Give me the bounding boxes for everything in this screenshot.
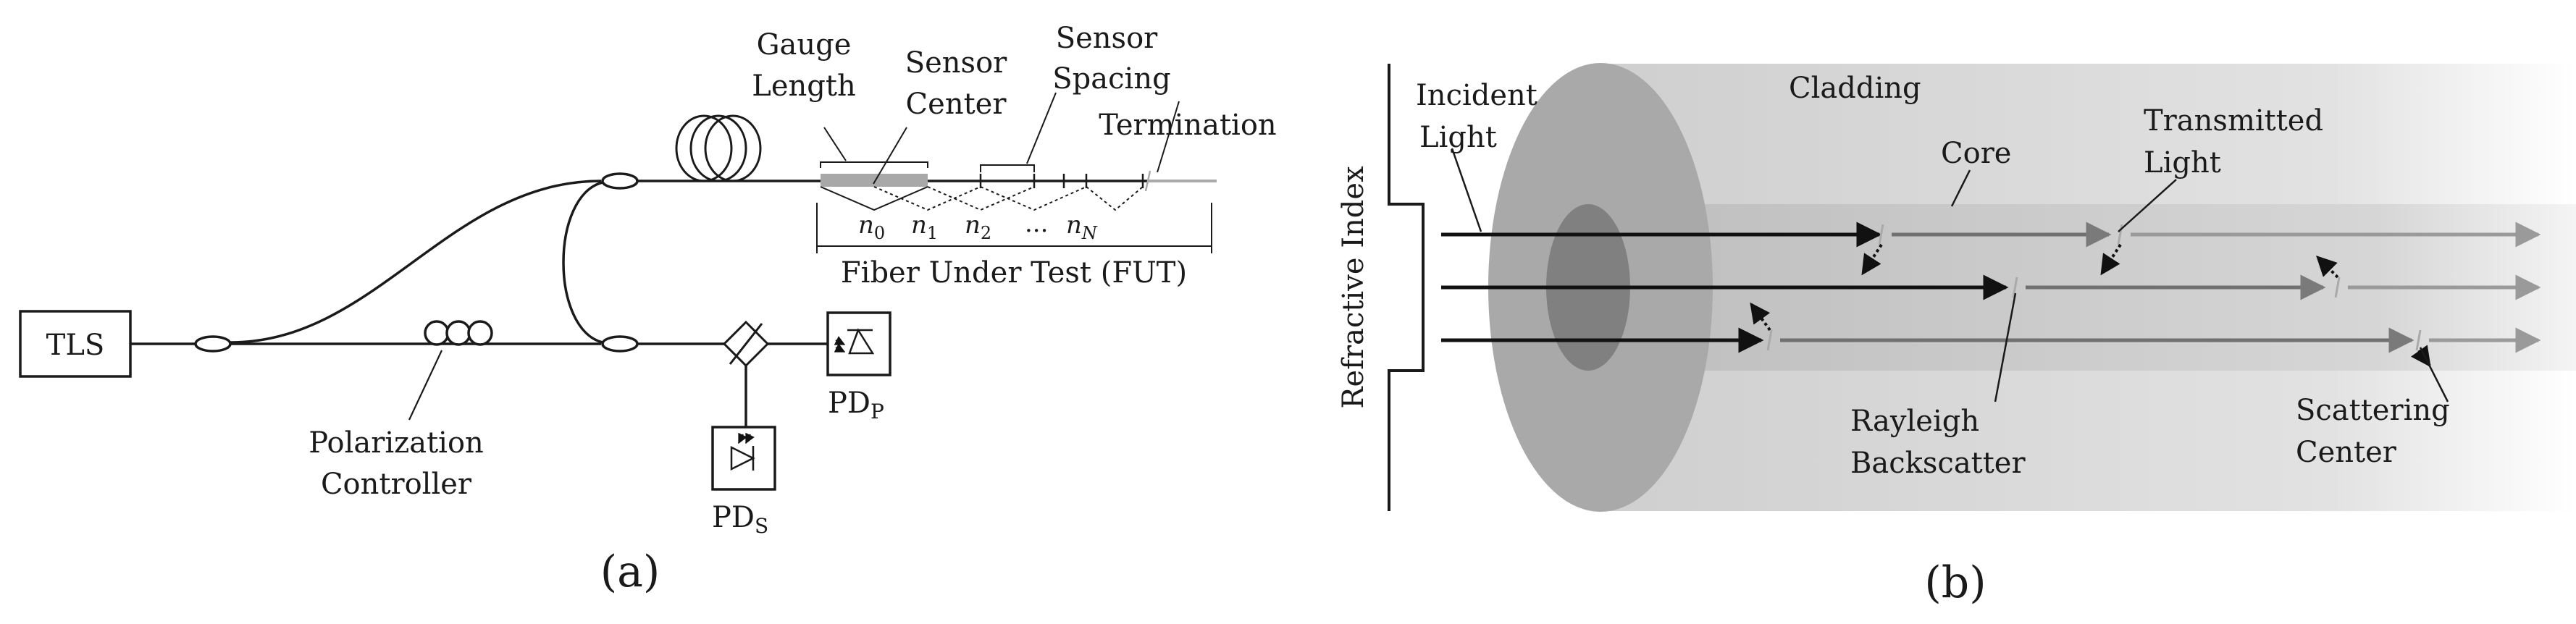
fiber-spool-icon [675, 114, 762, 182]
panel-a [19, 92, 1217, 491]
light-row-2 [1441, 256, 2541, 300]
svg-text:n0: n0 [858, 211, 885, 243]
sensor-center-label-2: Center [906, 88, 1007, 121]
photodetector-p-icon [826, 311, 891, 376]
light-row-3 [1441, 302, 2541, 368]
pd-s-sub: S [755, 514, 768, 538]
sensor-n2-sub: 2 [981, 223, 991, 243]
sensor-ellipsis: ... [1025, 209, 1048, 238]
panel-b-leaders [1451, 148, 2449, 402]
coupler-3 [601, 335, 639, 353]
incident-light-label-1: Incident [1416, 79, 1537, 112]
pc-label-2: Controller [321, 468, 472, 501]
termination-label: Termination [1099, 109, 1276, 142]
sensor-ticks [979, 174, 1144, 188]
svg-text:n2: n2 [965, 211, 991, 243]
sensor-nN: n [1066, 211, 1082, 240]
svg-text:PDP: PDP [828, 387, 884, 423]
pd-p-label: PD [828, 387, 870, 420]
sensor-spacing-label-2: Spacing [1052, 62, 1170, 96]
refractive-index-profile [1388, 64, 1425, 511]
sensor-n1: n [911, 211, 927, 240]
tls-label: TLS [46, 329, 105, 362]
panel-a-labels: TLS Polarization Controller Gauge Length… [46, 22, 1277, 597]
sensor-n0-sub: 0 [874, 223, 885, 243]
polarization-controller-icon [424, 320, 493, 346]
svg-text:PDS: PDS [712, 501, 768, 538]
sensor-nN-sub: N [1081, 223, 1098, 243]
transmitted-light-label-1: Transmitted [2144, 104, 2323, 138]
core-label: Core [1941, 137, 2011, 170]
coupler-2 [601, 172, 639, 190]
sensor-n2: n [965, 211, 981, 240]
sensor-center-label-1: Sensor [905, 46, 1007, 80]
refractive-index-label: Refractive Index [1337, 166, 1370, 409]
pc-label-1: Polarization [309, 426, 484, 460]
sensor-spacing-label-1: Sensor [1056, 22, 1158, 55]
caption-a: (a) [600, 547, 660, 597]
svg-text:n1: n1 [911, 211, 938, 243]
fut-label: Fiber Under Test (FUT) [841, 256, 1187, 290]
sensor-labels: n0 n1 n2 ... nN [858, 209, 1098, 243]
gauge-length-label-2: Length [752, 69, 855, 103]
gauge-region [821, 174, 928, 187]
panel-b: Refractive Index Incident Light Cladding… [1337, 63, 2576, 608]
polarization-beam-splitter-icon [722, 320, 770, 368]
sensor-n1-sub: 1 [927, 223, 938, 243]
cladding-label: Cladding [1789, 72, 1921, 105]
pd-p-sub: P [870, 400, 884, 423]
sensor-windows [820, 186, 1144, 211]
pd-s-label: PD [712, 501, 755, 534]
incident-light-label-2: Light [1419, 121, 1497, 154]
fut-bracket [816, 203, 1212, 253]
caption-b: (b) [1924, 557, 1986, 608]
photodetector-s-icon [711, 426, 776, 491]
scattering-center-label-2: Center [2296, 436, 2397, 469]
sensor-n0: n [858, 211, 874, 240]
rayleigh-backscatter-label-1: Rayleigh [1850, 405, 1979, 438]
pc-leader [408, 350, 442, 421]
scattering-center-label-1: Scattering [2296, 394, 2450, 427]
gauge-length-label-1: Gauge [757, 28, 852, 62]
coupler-1 [194, 335, 232, 353]
transmitted-light-label-2: Light [2144, 146, 2221, 180]
svg-text:nN: nN [1066, 211, 1098, 243]
tls-box [19, 310, 132, 378]
rayleigh-backscatter-label-2: Backscatter [1850, 447, 2026, 480]
